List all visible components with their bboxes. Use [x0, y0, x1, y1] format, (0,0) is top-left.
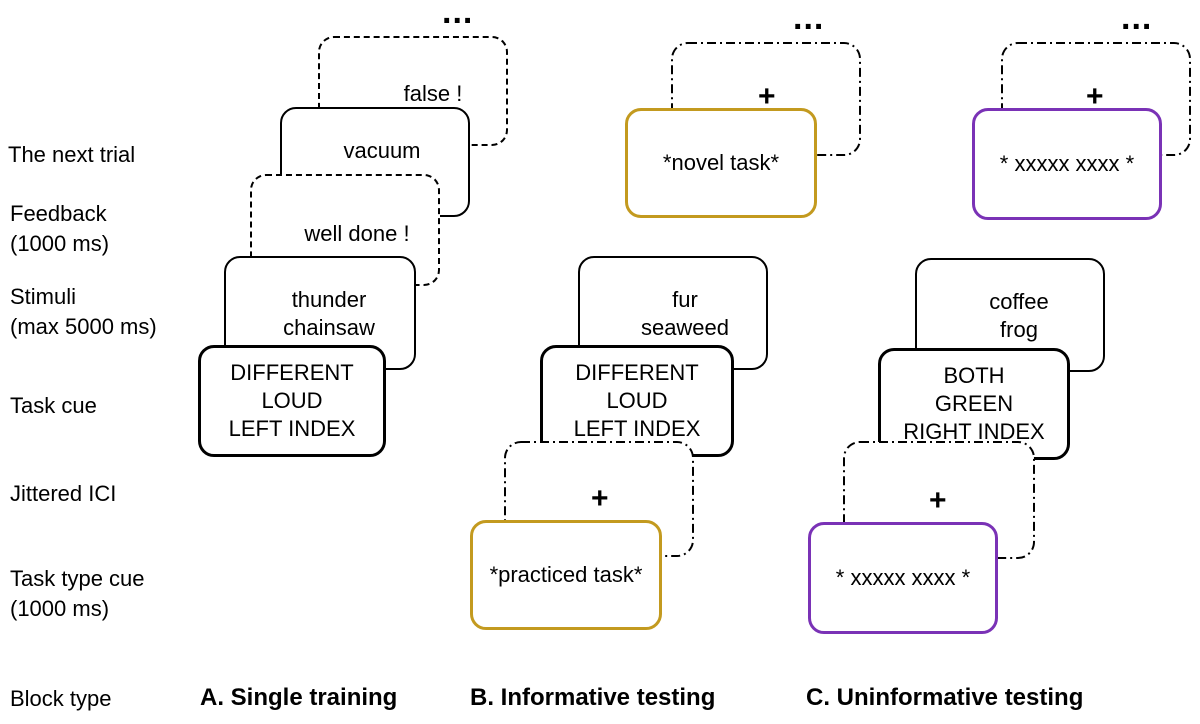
- col-c-type-cue-box: * xxxxx xxxx *: [808, 522, 998, 634]
- col-c-cue-line-3: RIGHT INDEX: [903, 419, 1045, 444]
- col-c-ellipsis: ...: [1121, 0, 1153, 37]
- col-a-next-stimuli-text: vacuum: [343, 138, 421, 163]
- col-c-cue-line-1: BOTH: [943, 363, 1005, 388]
- col-a-header: A. Single training: [200, 684, 398, 711]
- label-block-type: Block type: [10, 686, 112, 711]
- col-b-cue-line-1: DIFFERENT: [575, 360, 699, 385]
- col-b-header: B. Informative testing: [470, 684, 716, 711]
- col-a-next-feedback-text: false !: [403, 81, 463, 106]
- col-c-fixation-cross: +: [929, 484, 947, 517]
- col-b-next-type-cue-text: *novel task*: [662, 150, 780, 175]
- col-a-stimuli-word-1: thunder: [291, 287, 367, 312]
- label-task-type-cue: Task type cue: [10, 566, 145, 591]
- col-b-next-fixation-cross: +: [758, 80, 776, 113]
- col-a-cue-line-1: DIFFERENT: [230, 360, 354, 385]
- col-c-next-type-cue-text: * xxxxx xxxx *: [999, 151, 1135, 176]
- col-b-stimuli-word-2: seaweed: [640, 315, 730, 340]
- label-feedback: Feedback: [10, 201, 107, 226]
- col-c-stimuli-word-2: frog: [1000, 317, 1038, 342]
- col-c-stimuli-word-1: coffee: [989, 289, 1049, 314]
- label-jittered-ici: Jittered ICI: [10, 481, 117, 506]
- col-b-type-cue-box: *practiced task*: [470, 520, 662, 630]
- col-a-feedback-text: well done !: [304, 221, 410, 246]
- col-a-cue-line-3: LEFT INDEX: [228, 416, 356, 441]
- col-c-next-fixation-cross: +: [1086, 80, 1104, 113]
- col-a-stimuli-word-2: chainsaw: [283, 315, 375, 340]
- col-b-ellipsis: ...: [793, 0, 825, 37]
- col-c-type-cue-text: * xxxxx xxxx *: [835, 565, 971, 590]
- col-b-cue-line-3: LEFT INDEX: [573, 416, 701, 441]
- col-c-cue-line-2: GREEN: [934, 391, 1014, 416]
- col-b-fixation-cross: +: [591, 482, 609, 515]
- label-stimuli: Stimuli: [10, 284, 77, 309]
- col-a-ellipsis: ...: [442, 0, 474, 31]
- label-feedback-time: (1000 ms): [10, 231, 110, 256]
- label-task-type-time: (1000 ms): [10, 596, 110, 621]
- col-b-type-cue-text: *practiced task*: [489, 562, 643, 587]
- label-stimuli-time: (max 5000 ms): [10, 314, 157, 339]
- label-next-trial: The next trial: [8, 142, 136, 167]
- col-a-cue-line-2: LOUD: [261, 388, 323, 413]
- col-c-next-type-cue-box: * xxxxx xxxx *: [972, 108, 1162, 220]
- col-a-task-cue-box: DIFFERENT LOUD LEFT INDEX: [198, 345, 386, 457]
- label-task-cue: Task cue: [10, 393, 97, 418]
- col-b-cue-line-2: LOUD: [606, 388, 668, 413]
- col-b-next-type-cue-box: *novel task*: [625, 108, 817, 218]
- col-c-header: C. Uninformative testing: [806, 684, 1084, 711]
- col-b-stimuli-word-1: fur: [672, 287, 698, 312]
